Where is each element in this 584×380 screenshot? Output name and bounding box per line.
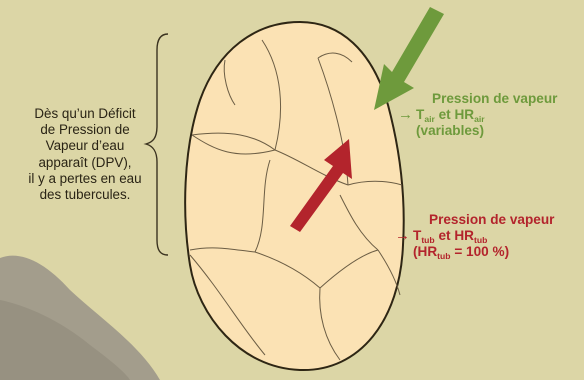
tuber-hr-letters: HR — [454, 228, 474, 243]
dpv-line: il y a pertes en eau — [12, 171, 158, 187]
tuber-conditions: → Ttub et HRtub — [395, 228, 554, 244]
dpv-line: de Pression de — [12, 122, 158, 138]
tuber-connector: et — [438, 228, 450, 243]
air-connector: et — [439, 107, 451, 122]
tuber-note-sub: tub — [437, 251, 450, 261]
air-arrow-icon: → — [398, 107, 413, 123]
dpv-explanation: Dès qu’un Déficit de Pression de Vapeur … — [12, 106, 158, 203]
tuber-vapor-pressure-label: Pression de vapeur → Ttub et HRtub (HRtu… — [395, 212, 554, 260]
tuber-outline — [185, 22, 404, 370]
dpv-line: apparaît (DPV), — [12, 155, 158, 171]
tuber — [185, 22, 404, 370]
tuber-note: (HRtub = 100 %) — [395, 244, 554, 260]
tuber-arrow-icon: → — [395, 228, 410, 244]
air-hr-letters: HR — [454, 107, 474, 122]
air-title: Pression de vapeur — [398, 91, 557, 107]
dpv-line: Vapeur d’eau — [12, 138, 158, 154]
air-vapor-pressure-label: Pression de vapeur → Tair et HRair (vari… — [398, 91, 557, 139]
air-note: (variables) — [398, 123, 557, 139]
dpv-line: des tubercules. — [12, 187, 158, 203]
tuber-note-value: = 100 %) — [451, 244, 510, 259]
air-conditions: → Tair et HRair — [398, 107, 557, 123]
dpv-line: Dès qu’un Déficit — [12, 106, 158, 122]
tuber-note-open: (HR — [413, 244, 437, 259]
tuber-title: Pression de vapeur — [395, 212, 554, 228]
